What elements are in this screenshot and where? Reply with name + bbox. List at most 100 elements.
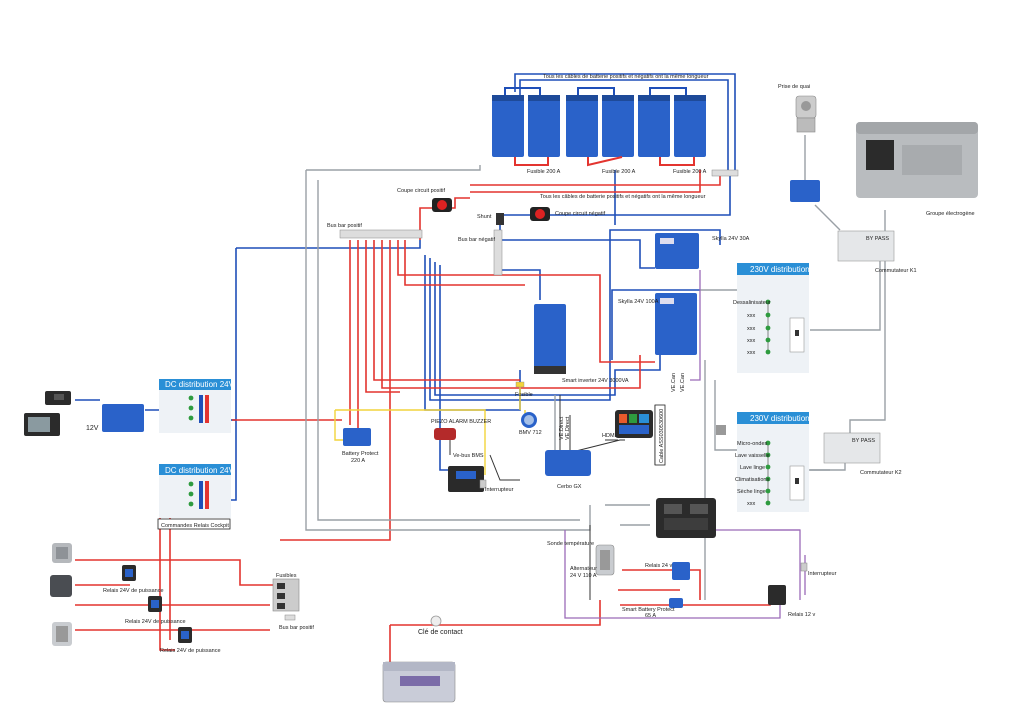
switch-k1[interactable]: BY PASS [837, 230, 895, 262]
battery-links [504, 87, 695, 167]
ac-distribution-1: 230V distribution Dessalinisateur xxx xx… [733, 263, 810, 373]
ac2-item-5: xxx [747, 501, 756, 507]
interrupteur-label: Interrupteur [485, 487, 514, 493]
battery-1 [492, 95, 524, 157]
lithium-batteries [492, 95, 706, 157]
smart-bp-amps: 65 A [645, 613, 656, 619]
switch-k2[interactable]: BY PASS [823, 432, 881, 464]
relais24-label: Relais 24 v [645, 563, 672, 569]
skylla100-label: Skylla 24V 100A [618, 299, 659, 305]
shore-power-inlet [795, 95, 817, 133]
k2-bypass: BY PASS [852, 438, 875, 444]
fuse-label-c: Fusible 200 A [673, 169, 707, 175]
dc1-title: DC distribution 24V [165, 380, 235, 389]
busbar-positive-label: Bus bar positif [327, 223, 362, 229]
smart-bp-label: Smart Battery Protect [622, 607, 675, 613]
busbar-positive-2 [284, 614, 296, 621]
ac-distribution-2: 230V distribution Micro-ondes Lave vaiss… [735, 412, 810, 512]
shunt [496, 213, 504, 225]
windlass-motor [52, 543, 72, 563]
cut-switch-positive[interactable] [432, 198, 452, 212]
vebus-bms [448, 466, 484, 492]
relay-12v [768, 585, 786, 605]
commandes-box [157, 518, 231, 530]
vecan-label: VE.Can [680, 373, 686, 392]
vedirect-2: VE.Direct [559, 416, 565, 440]
skylla-30a-charger [655, 233, 699, 269]
alternator [595, 544, 615, 576]
power-relay-1 [122, 565, 136, 581]
cut-negative-label: Coupe circuit négatif [555, 211, 606, 217]
busbar-negative-label: Bus bar négatif [458, 237, 495, 243]
skylla30-label: Skylla 24V 30A [712, 236, 750, 242]
isolation-transformer [790, 180, 820, 202]
ac2-item-1: Lave vaisselle [735, 453, 770, 459]
gx-cable-label: Cable ASS030530600 [659, 409, 665, 463]
relais1-label: Relais 24V de puissance [103, 588, 164, 594]
vecan-label-2: VE.Can [671, 373, 677, 392]
battery-5 [638, 95, 670, 157]
sonde-label: Sonde température [547, 541, 594, 547]
busbar-pos2-label: Bus bar positif [279, 625, 314, 631]
relais12-label: Relais 12 v [788, 612, 815, 618]
fuse-block [272, 578, 300, 612]
ignition-key[interactable] [430, 615, 442, 627]
ac2-item-4: Sèche linge [737, 489, 766, 495]
ac1-item-1: xxx [747, 313, 756, 319]
ac1-item-2: xxx [747, 326, 756, 332]
interrupteur2-label: Interrupteur [808, 571, 837, 577]
interrupteur-switch[interactable] [479, 479, 487, 489]
wall-socket [716, 425, 726, 435]
battery-6 [674, 95, 706, 157]
relay-24v [672, 562, 690, 580]
ac2-item-0: Micro-ondes [737, 441, 768, 447]
dc-distribution-2: DC distribution 24V [159, 464, 235, 518]
mid-note: Tous les câbles de batterie positifs et … [540, 194, 706, 200]
groupe-label: Groupe électrogène [926, 211, 975, 217]
smart-battery-protect [669, 598, 683, 608]
bmv-712 [521, 412, 537, 428]
skylla-100a-charger [655, 293, 697, 355]
hdmi-label: HDMI [602, 433, 617, 439]
gx-touch-display[interactable] [615, 410, 653, 438]
cut-positive-label: Coupe circuit positif [397, 188, 445, 194]
bmv-label: BMV 712 [519, 430, 542, 436]
commandes-label: Commandes Relais Cockpit [161, 523, 229, 529]
cerbo-label: Cerbo GX [557, 484, 582, 490]
k1-bypass: BY PASS [866, 236, 889, 242]
cle-label: Clé de contact [418, 629, 463, 636]
piezo-alarm [434, 428, 456, 440]
battery-protect-220a [343, 428, 371, 446]
ac1-title: 230V distribution [750, 265, 810, 274]
chartplotter [24, 413, 60, 436]
battery-2 [528, 95, 560, 157]
smart-inverter [534, 304, 566, 374]
battery-3 [566, 95, 598, 157]
vebus-label: Ve-bus BMS [453, 453, 484, 459]
gx-cable-box [654, 404, 666, 466]
top-note: Tous les câbles de batterie positifs et … [543, 74, 709, 80]
battery-4 [602, 95, 634, 157]
fusible-label: Fusible [515, 392, 533, 398]
cerbo-gx [545, 450, 591, 476]
ac2-item-3: Climatisations [735, 477, 769, 483]
busbar-positive [339, 229, 423, 239]
ac2-item-2: Lave linge [740, 465, 765, 471]
cut-switch-negative[interactable] [530, 207, 550, 221]
ac1-item-0: Dessalinisateur [733, 300, 771, 306]
pump-motor [52, 622, 72, 646]
ac1-item-3: xxx [747, 338, 756, 344]
generator [856, 122, 978, 198]
fusible [515, 381, 525, 388]
ac2-title: 230V distribution [750, 414, 810, 423]
starter-battery [382, 661, 456, 703]
top-fuse-block [711, 169, 739, 177]
dc-dc-converter [102, 404, 144, 432]
dc2-title: DC distribution 24V [165, 466, 235, 475]
interrupteur-2[interactable] [800, 562, 808, 572]
vhf-radio [45, 391, 71, 405]
shunt-label: Shunt [477, 214, 492, 220]
thruster-motor [50, 575, 72, 597]
inverter-label: Smart inverter 24V 3000VA [562, 378, 629, 384]
